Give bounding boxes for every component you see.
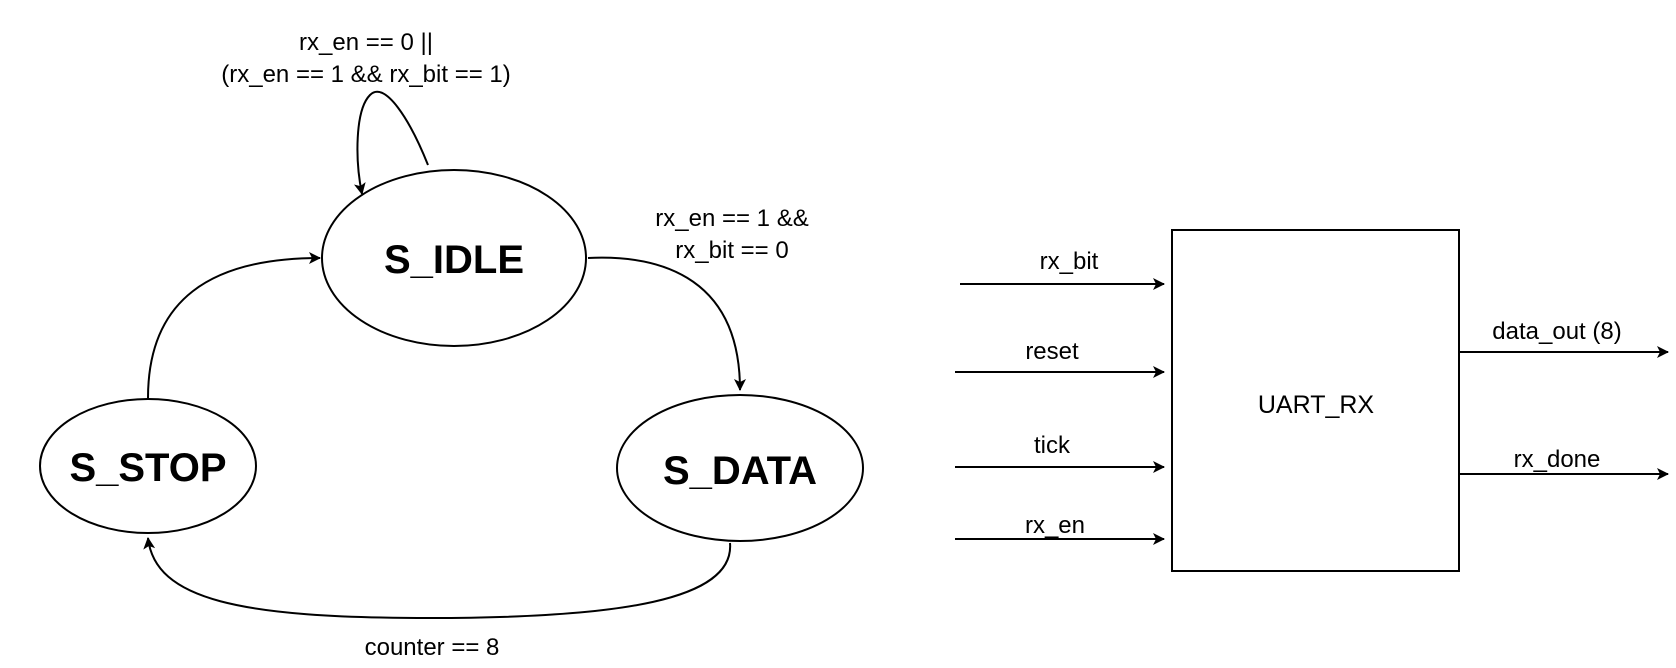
state-stop: S_STOP: [39, 398, 257, 534]
uart-rx-block-label: UART_RX: [1258, 391, 1375, 419]
output-rx-done: rx_done: [1459, 446, 1669, 480]
state-idle-label: S_IDLE: [384, 238, 524, 282]
data-to-stop-label: counter == 8: [365, 634, 500, 661]
input-rx-bit-label: rx_bit: [1040, 248, 1099, 275]
output-data-out-label: data_out (8): [1492, 318, 1621, 345]
idle-to-data-label-line1: rx_en == 1 &&: [655, 205, 808, 232]
input-reset: reset: [955, 338, 1165, 378]
input-rx-bit: rx_bit: [960, 248, 1165, 290]
output-rx-done-label: rx_done: [1514, 446, 1601, 473]
input-rx-en: rx_en: [955, 512, 1165, 545]
transition-idle-to-data: rx_en == 1 && rx_bit == 0: [587, 205, 809, 391]
state-data: S_DATA: [616, 394, 864, 542]
uart-rx-block: [1171, 229, 1460, 572]
transition-stop-to-idle: [147, 252, 321, 399]
state-machine: rx_en == 0 || (rx_en == 1 && rx_bit == 1…: [39, 29, 864, 661]
idle-self-label-line2: (rx_en == 1 && rx_bit == 1): [221, 61, 511, 88]
idle-self-label-line1: rx_en == 0 ||: [299, 29, 433, 56]
idle-to-data-label-line2: rx_bit == 0: [675, 237, 788, 264]
output-data-out: data_out (8): [1459, 318, 1669, 358]
input-tick-label: tick: [1034, 432, 1071, 459]
transition-data-to-stop: counter == 8: [143, 537, 732, 661]
state-data-label: S_DATA: [663, 449, 817, 493]
input-rx-en-label: rx_en: [1025, 512, 1085, 539]
transition-idle-self-loop: rx_en == 0 || (rx_en == 1 && rx_bit == 1…: [221, 29, 511, 195]
state-idle: S_IDLE: [321, 169, 587, 347]
input-tick: tick: [955, 432, 1165, 473]
uart-rx-block-diagram: UART_RX rx_bit reset tick rx_en data_out…: [955, 229, 1669, 572]
input-reset-label: reset: [1025, 338, 1079, 365]
state-stop-label: S_STOP: [69, 446, 226, 490]
